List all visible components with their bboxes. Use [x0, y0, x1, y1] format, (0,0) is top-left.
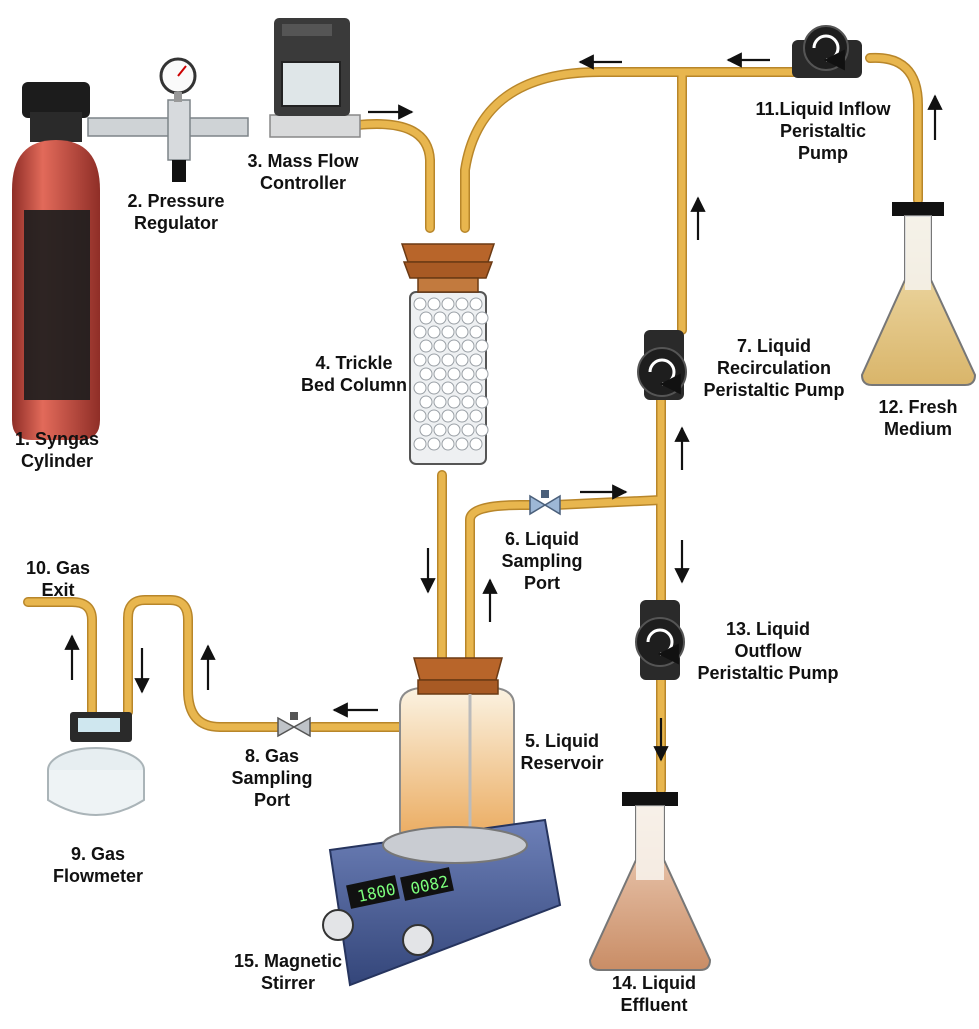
packing-pebble [433, 423, 447, 437]
packing-pebble [441, 409, 455, 423]
packing-pebble [475, 367, 489, 381]
label-inflow-pump: 11.Liquid Inflow Peristaltic Pump [755, 99, 891, 163]
packing-pebble [461, 339, 475, 353]
packing-pebble [413, 353, 427, 367]
packing-pebble [413, 409, 427, 423]
pressure-gauge-icon [87, 57, 249, 182]
packing-pebble [433, 339, 447, 353]
label-liquid-reservoir: 5. Liquid Reservoir [520, 731, 604, 773]
label-trickle-bed-column: 4. Trickle Bed Column [301, 353, 407, 395]
packing-pebble [433, 311, 447, 325]
packing-pebble [441, 297, 455, 311]
packing-pebble [419, 423, 433, 437]
packing-pebble [427, 381, 441, 395]
packing-pebble [455, 297, 469, 311]
label-pressure-regulator: 2. Pressure Regulator [127, 191, 225, 233]
packing-pebble [461, 367, 475, 381]
packing-pebble [455, 381, 469, 395]
packing-pebble [413, 437, 427, 451]
label-syngas-cylinder: 1. Syngas Cylinder [14, 429, 100, 471]
label-liquid-effluent: 14. Liquid Effluent [611, 973, 696, 1015]
packing-pebble [447, 339, 461, 353]
peristaltic-pump-icon [792, 25, 862, 78]
flow-arrows [64, 52, 943, 762]
packing-pebble [469, 353, 483, 367]
packing-pebble [455, 437, 469, 451]
label-recirculation-pump: 7. Liquid Recirculation Peristaltic Pump [703, 336, 845, 400]
packing-pebble [455, 409, 469, 423]
packing-pebble [419, 339, 433, 353]
packing-pebble [427, 437, 441, 451]
label-magnetic-stirrer: 15. Magnetic Stirrer [233, 951, 343, 993]
tube-fill [24, 54, 922, 794]
packing-pebble [469, 437, 483, 451]
gas-cylinder-icon [12, 82, 100, 440]
tubing [23, 52, 923, 795]
packing-pebble [433, 395, 447, 409]
liquid-reservoir-icon [399, 657, 515, 846]
packing-pebble [469, 409, 483, 423]
packing-pebble [455, 353, 469, 367]
label-outflow-pump: 13. Liquid Outflow Peristaltic Pump [697, 619, 839, 683]
flask-icon [588, 792, 712, 971]
label-liquid-sampling-port: 6. Liquid Sampling Port [501, 529, 583, 593]
packing-pebble [447, 423, 461, 437]
packing-pebble [413, 381, 427, 395]
valve-icon [529, 490, 561, 516]
packing-pebble [427, 297, 441, 311]
stirrer-knob-left [322, 909, 354, 941]
label-gas-flowmeter: 9. Gas Flowmeter [52, 844, 144, 886]
packing-pebble [413, 325, 427, 339]
label-gas-exit: 10. Gas Exit [25, 558, 91, 600]
packing-pebble [469, 381, 483, 395]
magnetic-stirrer-icon: 1800 0082 [322, 818, 562, 987]
packing-pebble [455, 325, 469, 339]
trickle-bed-column-icon [400, 243, 496, 465]
packing-pebble [447, 367, 461, 381]
packing-pebble [419, 395, 433, 409]
packing-pebble [475, 339, 489, 353]
packing-pebble [469, 325, 483, 339]
packing-pebble [419, 367, 433, 381]
packing-pebble [447, 311, 461, 325]
packing-pebble [469, 297, 483, 311]
packing-pebble [419, 311, 433, 325]
packing-pebble [441, 325, 455, 339]
peristaltic-pump-icon [637, 330, 687, 400]
packing-pebble [461, 311, 475, 325]
packing-pebble [461, 395, 475, 409]
packing-pebble [475, 395, 489, 409]
packing-pebble [441, 381, 455, 395]
label-mass-flow-controller: 3. Mass Flow Controller [247, 151, 359, 193]
packing-pebble [441, 437, 455, 451]
mass-flow-controller-icon [269, 18, 361, 138]
packing-pebble [475, 311, 489, 325]
packing-pebble [441, 353, 455, 367]
packing-pebble [461, 423, 475, 437]
gas-flowmeter-icon [47, 712, 145, 816]
label-gas-sampling-port: 8. Gas Sampling Port [231, 746, 313, 810]
valve-icon [277, 712, 311, 738]
packing-pebble [427, 353, 441, 367]
peristaltic-pump-icon [635, 600, 685, 680]
stirrer-knob-right [402, 924, 434, 956]
label-fresh-medium: 12. Fresh Medium [878, 397, 958, 439]
packing-pebble [447, 395, 461, 409]
packing-pebble [427, 325, 441, 339]
packing-pebble [413, 297, 427, 311]
packing-pebble [433, 367, 447, 381]
packing-pebble [427, 409, 441, 423]
packing-pebble [475, 423, 489, 437]
flask-icon [860, 202, 977, 386]
